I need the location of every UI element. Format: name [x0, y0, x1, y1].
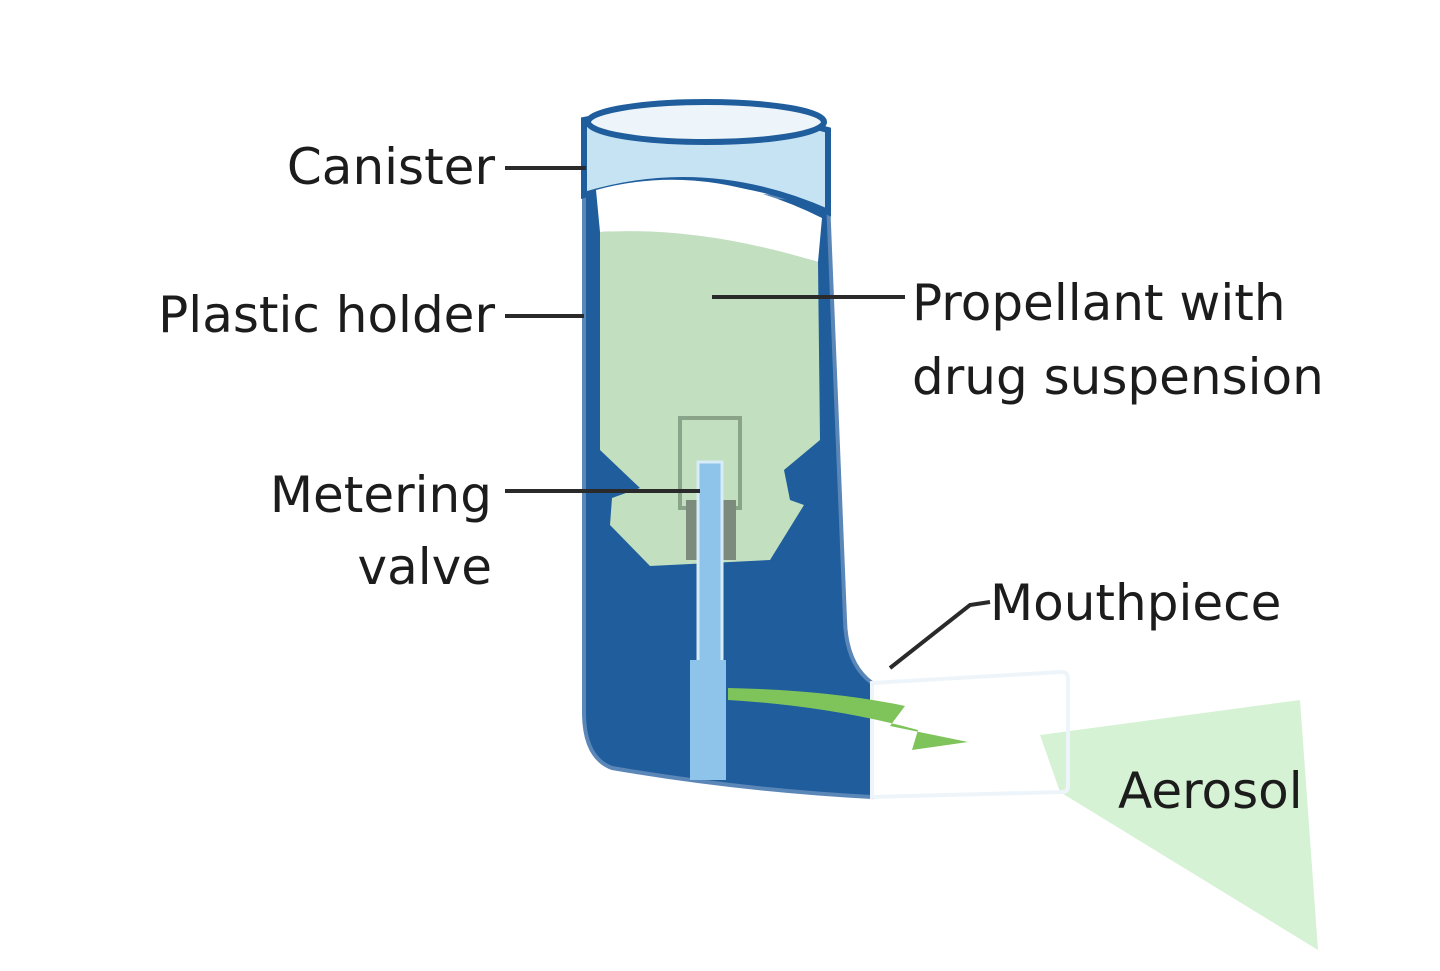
- label-metering-line1: Metering: [270, 466, 492, 524]
- label-plastic-holder: Plastic holder: [158, 286, 495, 344]
- valve-seal-right: [722, 500, 736, 560]
- spray-arrow: [728, 688, 968, 750]
- stem-seat: [690, 660, 726, 780]
- mouthpiece-outline: [870, 669, 1070, 800]
- label-propellant-line1: Propellant with: [912, 274, 1286, 332]
- canister-headspace: [596, 179, 822, 262]
- leader-mouthpiece: [888, 600, 991, 670]
- label-propellant-line2: drug suspension: [912, 348, 1324, 406]
- label-mouthpiece: Mouthpiece: [990, 574, 1281, 632]
- label-canister: Canister: [287, 138, 496, 196]
- canister-rim: [585, 99, 827, 145]
- aerosol-plume: [1040, 700, 1318, 950]
- label-aerosol: Aerosol: [1118, 762, 1303, 820]
- drug-suspension: [600, 231, 820, 566]
- label-metering-line2: valve: [358, 538, 492, 596]
- valve-stem: [696, 460, 724, 684]
